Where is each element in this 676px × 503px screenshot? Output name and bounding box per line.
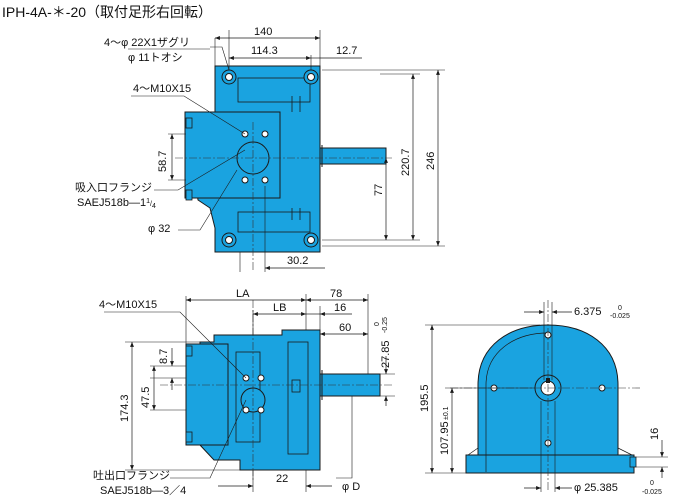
side-dim-27-85: 27.85 <box>380 340 392 368</box>
top-dim-220-7: 220.7 <box>400 148 412 176</box>
side-dim-78: 78 <box>330 288 342 300</box>
top-label-suction-std: SAEJ518b― <box>77 197 140 209</box>
front-base <box>465 454 635 474</box>
top-dim-114-3: 114.3 <box>251 45 278 57</box>
top-label-counterbore: 4～φ 22X1ザグリ <box>104 35 190 49</box>
side-dim-LA: LA <box>236 288 250 300</box>
front-dim-25-385-tol-up: 0 <box>650 480 654 487</box>
side-label-phi-d: φ D <box>342 481 360 493</box>
side-label-discharge-std: SAEJ518b―3／4 <box>100 484 186 497</box>
top-dim-140: 140 <box>254 26 272 38</box>
top-label-suction-size-num: 1 <box>146 198 150 205</box>
front-dim-6-375-tol-up: 0 <box>618 305 622 312</box>
side-dim-60: 60 <box>339 322 351 334</box>
front-dim-25-385-tol-low: -0.025 <box>642 489 662 496</box>
side-view: LA LB 78 16 60 27.85 0 -0.25 174.3 8.7 4… <box>93 288 395 497</box>
front-dim-195-5: 195.5 <box>419 384 431 412</box>
front-dim-107-95-tol: ±0.1 <box>443 406 450 420</box>
top-dim-30-2: 30.2 <box>287 255 308 267</box>
side-dim-8-7: 8.7 <box>158 349 170 364</box>
top-label-tap: 4～M10X15 <box>133 83 191 95</box>
top-dim-246: 246 <box>425 152 437 170</box>
side-dim-16: 16 <box>334 302 346 314</box>
front-dim-6-375: 6.375 <box>574 306 602 318</box>
side-flange-plate <box>185 343 229 446</box>
side-dim-47-5: 47.5 <box>140 387 152 408</box>
side-dim-22: 22 <box>276 473 288 485</box>
top-dim-12-7: 12.7 <box>336 45 357 57</box>
front-dim-107-95: 107.95 <box>439 421 451 455</box>
side-label-discharge-flange: 吐出口フランジ <box>93 468 170 482</box>
top-label-suction-size-whole: 1 <box>140 197 146 209</box>
top-view: 140 114.3 12.7 246 220.7 77 58.7 30.2 4～… <box>75 26 445 272</box>
side-dim-27-85-tol-low: -0.25 <box>382 317 389 333</box>
top-dim-58-7: 58.7 <box>157 151 169 172</box>
top-shaft <box>319 147 387 165</box>
top-label-suction-std-group: SAEJ518b―11/4 <box>77 197 156 210</box>
side-dim-27-85-tol-up: 0 <box>374 322 381 326</box>
top-label-hole: φ 11トオシ <box>128 51 183 64</box>
drawing-title: IPH-4A-＊-20（取付足形右回転） <box>2 4 213 20</box>
top-label-bore: φ 32 <box>148 223 170 235</box>
side-dim-LB: LB <box>273 302 286 314</box>
front-view: 6.375 0 -0.025 195.5 107.95 ±0.1 16 φ 25… <box>419 300 668 496</box>
side-label-tap: 4～M10X15 <box>99 299 157 311</box>
front-dim-16: 16 <box>649 428 661 440</box>
front-dim-6-375-tol-low: -0.025 <box>610 313 630 320</box>
top-label-suction-flange: 吸入口フランジ <box>75 182 152 194</box>
top-label-suction-size-den: 4 <box>152 203 156 210</box>
side-dim-174-3: 174.3 <box>119 394 131 422</box>
front-dim-25-385: φ 25.385 <box>574 482 618 494</box>
top-dim-77: 77 <box>373 184 385 196</box>
